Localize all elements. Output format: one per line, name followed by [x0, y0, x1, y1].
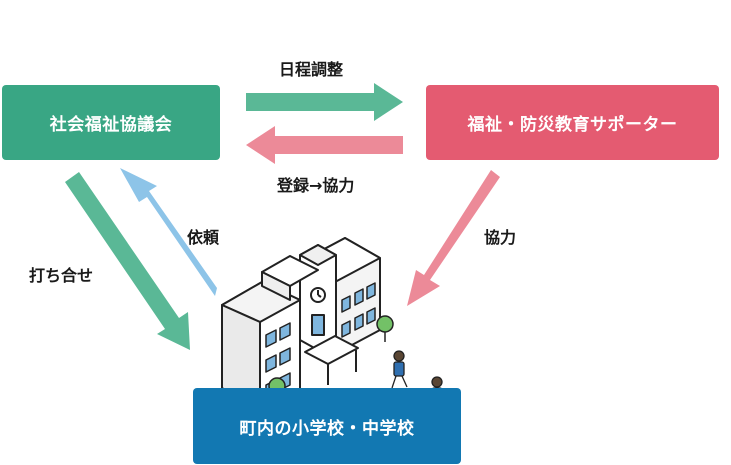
node-supporter-label: 福祉・防災教育サポーター: [467, 115, 678, 135]
school-building-icon: [221, 237, 381, 411]
arrow-register: [246, 126, 403, 164]
edge-label-cooperate: 協力: [484, 228, 517, 247]
arrow-schedule: [246, 83, 403, 121]
arrow-cooperate: [407, 170, 500, 306]
node-council: 社会福祉協議会: [2, 85, 220, 160]
node-supporter: 福祉・防災教育サポーター: [426, 85, 719, 160]
edge-label-schedule: 日程調整: [279, 60, 344, 79]
edge-label-request: 依頼: [187, 228, 220, 247]
arrow-arrange: [65, 172, 190, 350]
node-council-label: 社会福祉協議会: [49, 115, 173, 135]
edge-label-register: 登録→協力: [277, 176, 355, 195]
node-school-label: 町内の小学校・中学校: [239, 418, 415, 439]
student-icon: [391, 350, 408, 389]
arrow-request: [120, 168, 217, 296]
node-school: 町内の小学校・中学校: [193, 388, 461, 464]
edge-label-arrange: 打ち合せ: [29, 266, 94, 285]
